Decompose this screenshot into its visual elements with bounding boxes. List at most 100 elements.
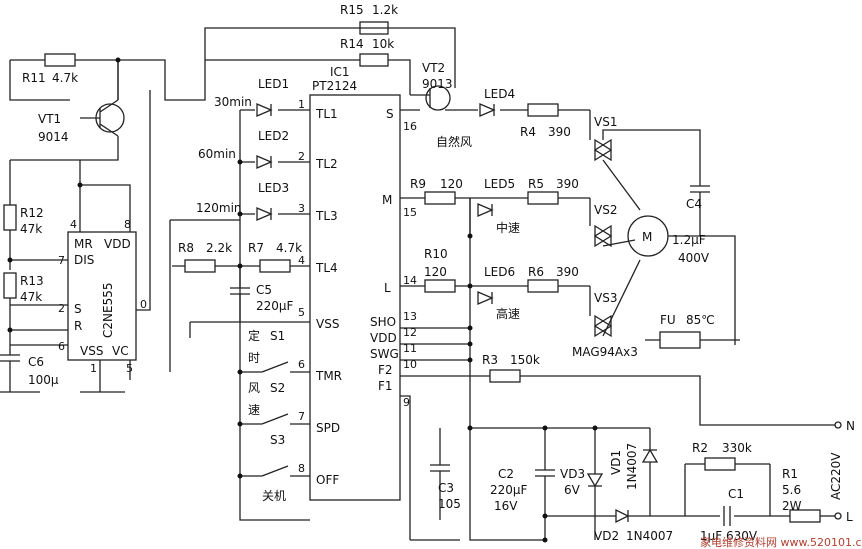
r1-value1: 5.6: [782, 483, 801, 497]
ne555-mr: MR: [74, 237, 93, 251]
ic1-num-9: 9: [403, 396, 410, 409]
r12-resistor: [3, 204, 17, 231]
timer-text-2: 时: [248, 351, 260, 365]
drive-transistor-section: R15 1.2k R14 10k VT2 9013: [205, 3, 456, 111]
vt1-label: VT1: [38, 112, 61, 126]
fuse-rating: 85℃: [686, 313, 715, 327]
vs1-triac: [593, 138, 613, 162]
r7-value: 4.7k: [276, 241, 302, 255]
ne555-part: C2NE555: [101, 283, 115, 338]
s1-switch[interactable]: [261, 361, 289, 373]
ic1-pin-tl1: TL1: [315, 107, 338, 121]
ne555-vss: VSS: [80, 344, 103, 358]
led1-diode: [256, 103, 273, 117]
r8-resistor: [184, 259, 216, 273]
c4-label: C4: [686, 197, 702, 211]
ic1-num-16: 16: [403, 120, 417, 133]
r15-resistor: [359, 21, 389, 35]
r9-resistor: [424, 191, 456, 205]
vs3-triac: [593, 314, 613, 338]
r3-label: R3: [482, 353, 498, 367]
led1-time: 30min: [214, 95, 252, 109]
ne555-r: R: [74, 319, 82, 333]
s1-label: S1: [270, 329, 285, 343]
r4-resistor: [527, 103, 559, 117]
ic1-num-4: 4: [298, 254, 305, 267]
r2-resistor: [704, 457, 736, 471]
r3-resistor: [489, 369, 521, 383]
s2-switch[interactable]: [261, 413, 289, 425]
r6-value: 390: [556, 265, 579, 279]
led3-label: LED3: [258, 181, 289, 195]
medium-label: 中速: [496, 220, 520, 235]
ic1-pin-m: M: [382, 193, 392, 207]
ic1-pin-l: L: [384, 281, 391, 295]
led3-time: 120min: [196, 201, 242, 215]
ic1-num-13: 13: [403, 310, 417, 323]
c2-value2: 16V: [494, 499, 518, 513]
r5-label: R5: [528, 177, 544, 191]
ic1-num-2: 2: [298, 150, 305, 163]
led2-label: LED2: [258, 129, 289, 143]
c2-value1: 220μF: [490, 483, 528, 497]
timer-text-1: 定: [248, 328, 260, 343]
ic1-num-8: 8: [298, 462, 305, 475]
c6-value: 100μ: [28, 373, 59, 387]
s3-switch[interactable]: [261, 465, 289, 477]
r14-value: 10k: [372, 37, 394, 51]
led1-label: LED1: [258, 77, 289, 91]
mains-l-terminal: [834, 512, 842, 520]
led2-time: 60min: [198, 147, 236, 161]
vd3-value: 6V: [564, 483, 581, 497]
ic1-num-10: 10: [403, 358, 417, 371]
ic1-pin-spd: SPD: [316, 421, 340, 435]
r14-resistor: [359, 53, 389, 67]
timer-leds: LED1 LED2 LED3 30min 60min 120min: [169, 77, 310, 372]
r1-value2: 2W: [782, 499, 802, 513]
off-label: 关机: [262, 489, 286, 503]
timer-section: R11 4.7k VT1 9014 MR VDD DIS R S VSS VC …: [0, 27, 456, 393]
ic1-pin-tmr: TMR: [315, 369, 342, 383]
vd2-part: 1N4007: [626, 529, 673, 543]
ic1-num-12: 12: [403, 326, 417, 339]
high-label: 高速: [496, 306, 520, 321]
ic1-pin-tl3: TL3: [315, 209, 338, 223]
r2-label: R2: [692, 441, 708, 455]
r9-label: R9: [410, 177, 426, 191]
vs2-label: VS2: [594, 203, 617, 217]
ic1-pin-f2: F2: [378, 363, 393, 377]
r6-resistor: [527, 279, 559, 293]
ne555-pin2: 2: [58, 302, 65, 315]
r7-label: R7: [248, 241, 264, 255]
fuse-ref: FU: [660, 313, 676, 327]
led4-label: LED4: [484, 87, 515, 101]
vd1-diode: [641, 428, 659, 516]
ne555-pin8: 8: [124, 218, 131, 231]
tl4-network: R8 2.2k R7 4.7k C5 220μF: [172, 241, 310, 338]
s3-label: S3: [270, 433, 285, 447]
mains-ac: AC220V: [829, 452, 843, 500]
ic1-num-14: 14: [403, 274, 417, 287]
ic1-part: PT2124: [312, 79, 357, 93]
led5-diode: [469, 198, 494, 236]
r1-label: R1: [782, 467, 798, 481]
led5-label: LED5: [484, 177, 515, 191]
c6-label: C6: [28, 355, 44, 369]
r13-value: 47k: [20, 290, 42, 304]
r12-label: R12: [20, 206, 44, 220]
ic1-pin-sho: SHO: [370, 315, 396, 329]
ic1-pin-tl2: TL2: [315, 157, 338, 171]
ic1-num-11: 11: [403, 342, 417, 355]
vd1-part: 1N4007: [625, 443, 639, 490]
vd2-diode: [545, 508, 690, 524]
c4-value1: 1.2μF: [672, 233, 706, 247]
vd3-label: VD3: [560, 467, 585, 481]
c3-label: C3: [438, 481, 454, 495]
vs1-label: VS1: [594, 115, 617, 129]
mains-n-terminal: [834, 421, 842, 429]
ic1-chip: IC1 PT2124 TL1 TL2 TL3 TL4 VSS TMR SPD O…: [298, 65, 417, 501]
ic1-pin-f1: F1: [378, 379, 393, 393]
mains-l: L: [846, 510, 853, 524]
r10-label: R10: [424, 247, 448, 261]
